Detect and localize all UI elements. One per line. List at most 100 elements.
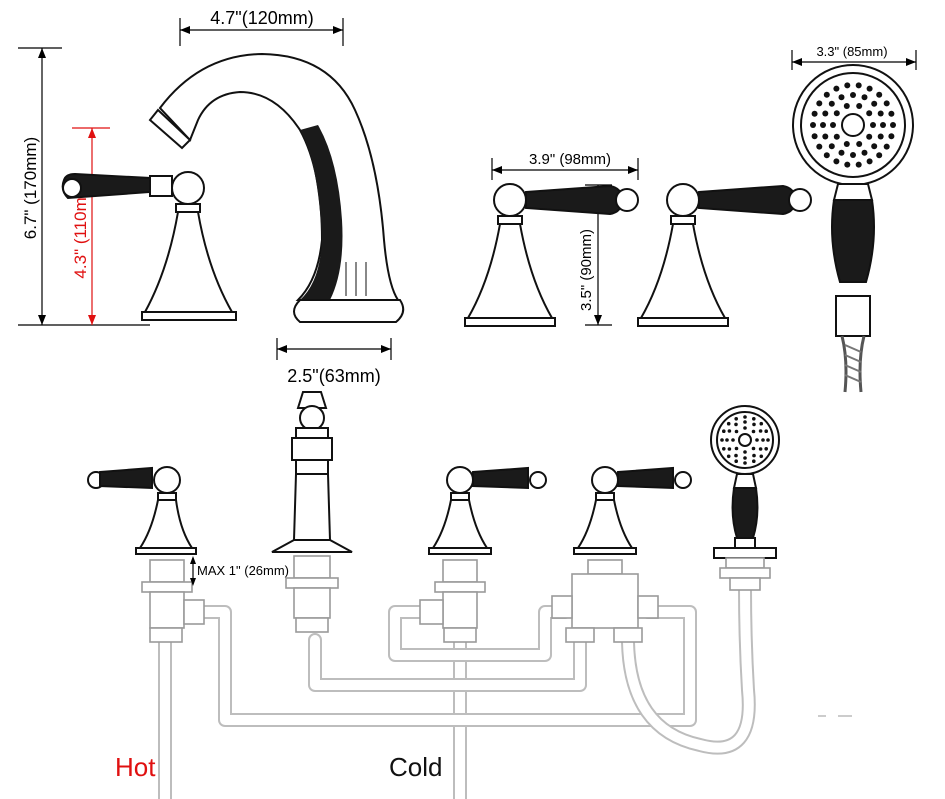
nozzle-dot <box>855 161 862 168</box>
nozzle-dot <box>883 143 890 150</box>
spout-valve-assembly <box>271 391 353 633</box>
shower-head-width-label: 3.3" (85mm) <box>816 44 887 59</box>
spout-base-label: 2.5"(63mm) <box>287 366 380 386</box>
cold-handle-valve <box>464 183 639 327</box>
total-height-dimension: 6.7" (170mm) <box>18 47 150 326</box>
nozzle-dot <box>876 91 883 98</box>
nozzle-dot <box>811 110 818 117</box>
nozzle-dot <box>877 110 884 117</box>
nozzle-dot <box>833 158 840 165</box>
nozzle-dot <box>871 100 878 107</box>
diverter-handle-valve <box>637 183 812 327</box>
spout-base-dimension: 2.5"(63mm) <box>276 338 392 386</box>
nozzle-dot <box>720 438 724 442</box>
nozzle-dot <box>764 447 768 451</box>
nozzle-dot <box>838 149 845 156</box>
nozzle-dot <box>722 429 726 434</box>
nozzle-dot <box>828 143 835 150</box>
cold-label: Cold <box>389 752 442 782</box>
nozzle-dot <box>850 152 856 158</box>
total-height-label: 6.7" (170mm) <box>21 137 40 239</box>
diverter-valve-assembly <box>551 466 692 643</box>
nozzle-dot <box>759 454 764 459</box>
nozzle-dot <box>866 133 873 140</box>
nozzle-dot <box>828 100 835 107</box>
nozzle-dot <box>838 94 845 101</box>
handle-span-label: 3.9" (98mm) <box>529 151 611 168</box>
nozzle-dot <box>743 450 747 454</box>
nozzle-dot <box>811 133 818 140</box>
nozzle-dot <box>890 122 896 128</box>
shower-nozzles-small <box>720 415 770 465</box>
nozzle-dot <box>725 438 729 442</box>
nozzle-dot <box>843 141 850 147</box>
handle-height-dimension: 4.3" (110mm) <box>71 127 110 325</box>
plumbing-pipes <box>158 581 852 799</box>
hot-handle-valve <box>61 171 237 321</box>
nozzle-dot <box>761 438 765 442</box>
nozzle-dot <box>816 143 823 150</box>
nozzle-dot <box>866 85 873 92</box>
nozzle-dot <box>830 122 836 128</box>
nozzle-dot <box>855 82 862 89</box>
nozzle-dot <box>734 453 738 458</box>
nozzle-dot <box>751 429 756 434</box>
nozzle-dot <box>743 415 747 419</box>
valve-height-label: 3.5" (90mm) <box>578 229 595 311</box>
hot-label: Hot <box>115 752 156 782</box>
nozzle-dot <box>861 149 868 156</box>
spout-width-label: 4.7"(120mm) <box>210 8 313 28</box>
nozzle-dot <box>844 161 851 168</box>
nozzle-dot <box>823 91 830 98</box>
nozzle-dot <box>759 421 764 426</box>
nozzle-dot <box>833 110 840 117</box>
nozzle-dot <box>752 459 756 464</box>
handle-height-label: 4.3" (110mm) <box>71 177 90 278</box>
nozzle-dot <box>820 122 826 128</box>
cold-valve-assembly <box>419 466 547 643</box>
nozzle-dot <box>726 421 731 426</box>
shower-nozzles <box>810 82 896 168</box>
nozzle-dot <box>843 103 850 109</box>
hot-valve-assembly <box>87 466 205 643</box>
nozzle-dot <box>752 453 756 458</box>
nozzle-dot <box>734 446 739 451</box>
nozzle-dot <box>752 422 756 427</box>
nozzle-dot <box>810 122 816 128</box>
nozzle-dot <box>743 456 747 460</box>
nozzle-dot <box>866 158 873 165</box>
max-deck-label: MAX 1" (26mm) <box>197 563 289 578</box>
nozzle-dot <box>727 429 732 433</box>
nozzle-dot <box>758 429 763 433</box>
nozzle-dot <box>731 438 735 442</box>
nozzle-dot <box>758 447 763 451</box>
nozzle-dot <box>734 459 738 464</box>
nozzle-dot <box>833 85 840 92</box>
nozzle-dot <box>727 447 732 451</box>
nozzle-dot <box>888 133 895 140</box>
nozzle-dot <box>752 417 756 421</box>
handle-span-dimension: 3.9" (98mm) <box>491 151 639 180</box>
nozzle-dot <box>856 103 863 109</box>
nozzle-dot <box>871 143 878 150</box>
nozzle-dot <box>877 133 884 140</box>
hand-shower-assembly <box>710 405 780 591</box>
nozzle-dot <box>734 422 738 427</box>
nozzle-dot <box>870 122 876 128</box>
nozzle-dot <box>722 447 726 451</box>
spout-width-dimension: 4.7"(120mm) <box>179 8 344 46</box>
nozzle-dot <box>743 461 747 465</box>
nozzle-dot <box>816 100 823 107</box>
nozzle-dot <box>755 438 759 442</box>
nozzle-dot <box>833 133 840 140</box>
spout <box>148 52 405 323</box>
shower-head-width-dimension: 3.3" (85mm) <box>791 44 917 70</box>
max-deck-dimension: MAX 1" (26mm) <box>190 556 289 586</box>
nozzle-dot <box>861 94 868 101</box>
nozzle-dot <box>844 82 851 89</box>
nozzle-dot <box>823 152 830 159</box>
nozzle-dot <box>751 446 756 451</box>
nozzle-dot <box>743 426 747 430</box>
hand-shower <box>792 64 914 393</box>
